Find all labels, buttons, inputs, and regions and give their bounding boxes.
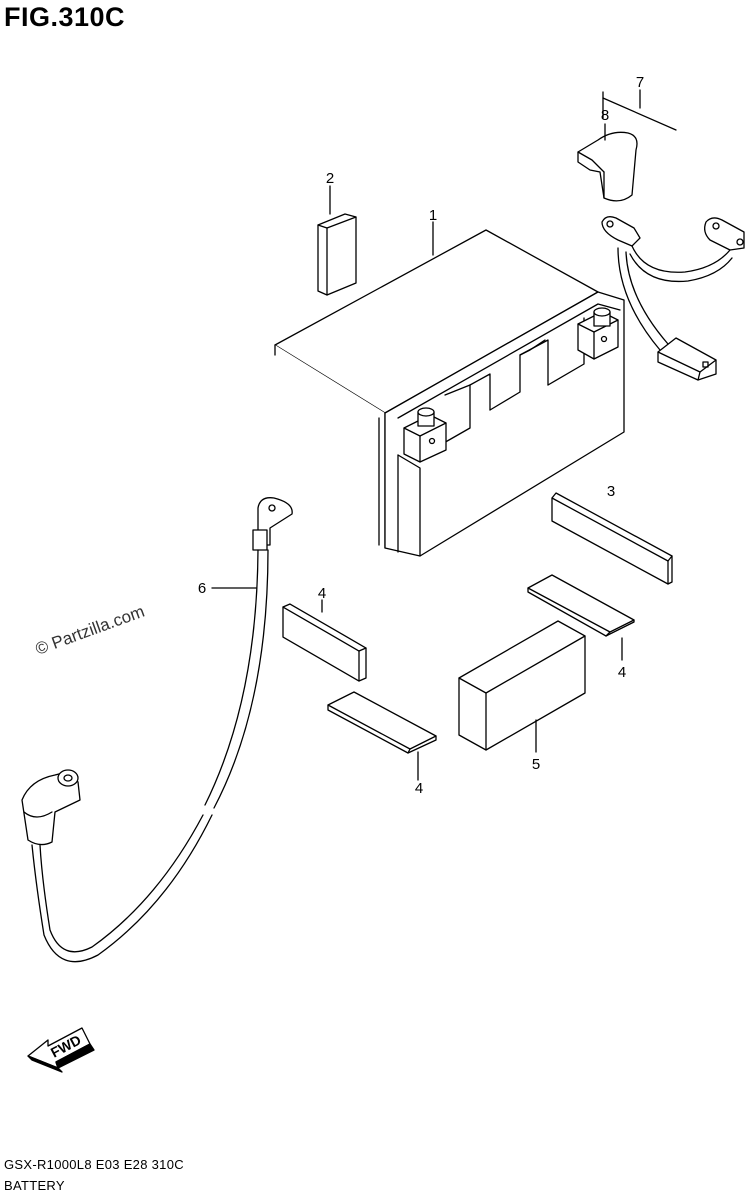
battery-terminal-positive: [578, 308, 618, 359]
figure-caption: BATTERY: [4, 1178, 65, 1193]
callout-4c: 4: [618, 664, 626, 681]
part-4-plate-lower[interactable]: [328, 692, 436, 753]
part-1-battery[interactable]: [275, 230, 624, 556]
part-7-positive-lead[interactable]: [602, 217, 744, 380]
callout-7: 7: [636, 74, 644, 91]
callout-1: 1: [429, 207, 437, 224]
part-4-pad-left[interactable]: [283, 604, 366, 681]
callout-4a: 4: [318, 585, 326, 602]
part-4-plate-upper[interactable]: [528, 575, 634, 636]
part-2-pad[interactable]: [318, 214, 356, 295]
part-5-case[interactable]: [459, 621, 585, 750]
battery-terminal-negative: [404, 408, 446, 462]
part-6-negative-lead[interactable]: [22, 498, 292, 962]
figure-title: FIG.310C: [4, 2, 126, 32]
callout-5: 5: [532, 756, 540, 773]
model-code: GSX-R1000L8 E03 E28 310C: [4, 1157, 184, 1172]
part-3-pad[interactable]: [552, 493, 672, 584]
callout-2: 2: [326, 170, 334, 187]
callout-4b: 4: [415, 780, 423, 797]
watermark-text: © Partzilla.com: [33, 602, 147, 659]
callout-3: 3: [607, 483, 615, 500]
fwd-arrow-icon: FWD: [28, 1028, 94, 1072]
callout-8: 8: [601, 107, 609, 124]
part-8-terminal-cap[interactable]: [578, 132, 637, 201]
leader-7-bracket: [603, 98, 676, 130]
callout-6: 6: [198, 580, 206, 597]
